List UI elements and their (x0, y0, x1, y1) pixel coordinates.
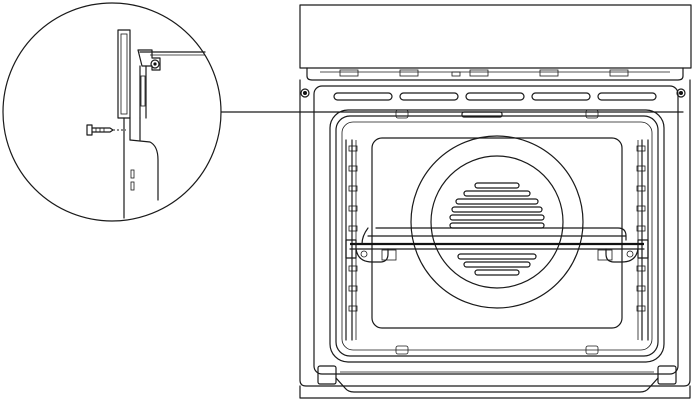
left-mounting-screw (300, 88, 310, 98)
wire-rack (345, 227, 649, 263)
oven-bottom-trim (299, 365, 691, 399)
cabinet-top-panel (299, 4, 692, 69)
cavity-rear-wall (371, 137, 623, 329)
detail-magnifier (2, 2, 222, 222)
oven-outer-frame (299, 79, 691, 387)
vent-slots (333, 92, 657, 101)
mounting-bracket-closeup (137, 49, 161, 119)
oven-cavity (329, 109, 665, 363)
oven-side-panel-closeup (117, 29, 206, 219)
right-mounting-screw (676, 88, 686, 98)
magnifier-circle (2, 2, 222, 222)
control-strip (306, 67, 684, 81)
oven-front-view (299, 4, 692, 399)
fixing-screw (86, 124, 126, 136)
convection-fan-cover (410, 135, 584, 309)
